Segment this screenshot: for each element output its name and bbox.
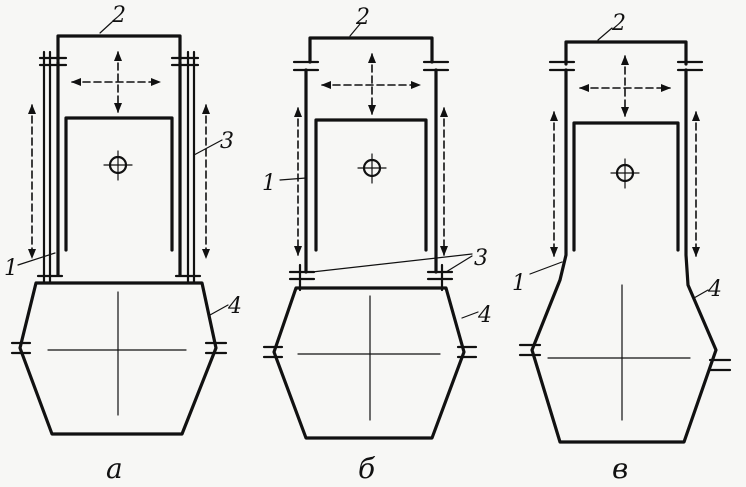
head-c <box>564 40 688 66</box>
label-cylinder-c: 1 <box>512 271 526 296</box>
label-head-c: 2 <box>611 11 626 36</box>
crankcase-a <box>18 281 218 436</box>
figure-c: 2 1 4 в <box>512 11 732 485</box>
piston-b <box>314 118 428 252</box>
label-cylinder-a: 1 <box>4 256 18 281</box>
figure-a: 2 3 1 4 а <box>4 3 242 485</box>
head-a <box>56 34 182 62</box>
label-bolts-b: 3 <box>474 246 488 271</box>
figure-b: 2 1 3 4 б <box>262 5 492 485</box>
head-b <box>308 36 434 64</box>
label-crankcase-b: 4 <box>477 303 492 328</box>
crankcase-b <box>272 286 466 440</box>
caption-b: б <box>358 452 376 485</box>
caption-c: в <box>612 452 628 485</box>
label-crankcase-c: 4 <box>707 277 722 302</box>
piston-a <box>64 116 174 252</box>
caption-a: а <box>106 452 123 485</box>
label-head-a: 2 <box>111 3 126 28</box>
piston-c <box>572 121 680 252</box>
label-cylinder-b: 1 <box>262 171 276 196</box>
label-bolts-a: 3 <box>220 129 234 154</box>
label-head-b: 2 <box>355 5 370 30</box>
block-c <box>530 68 718 444</box>
label-crankcase-a: 4 <box>227 294 242 319</box>
